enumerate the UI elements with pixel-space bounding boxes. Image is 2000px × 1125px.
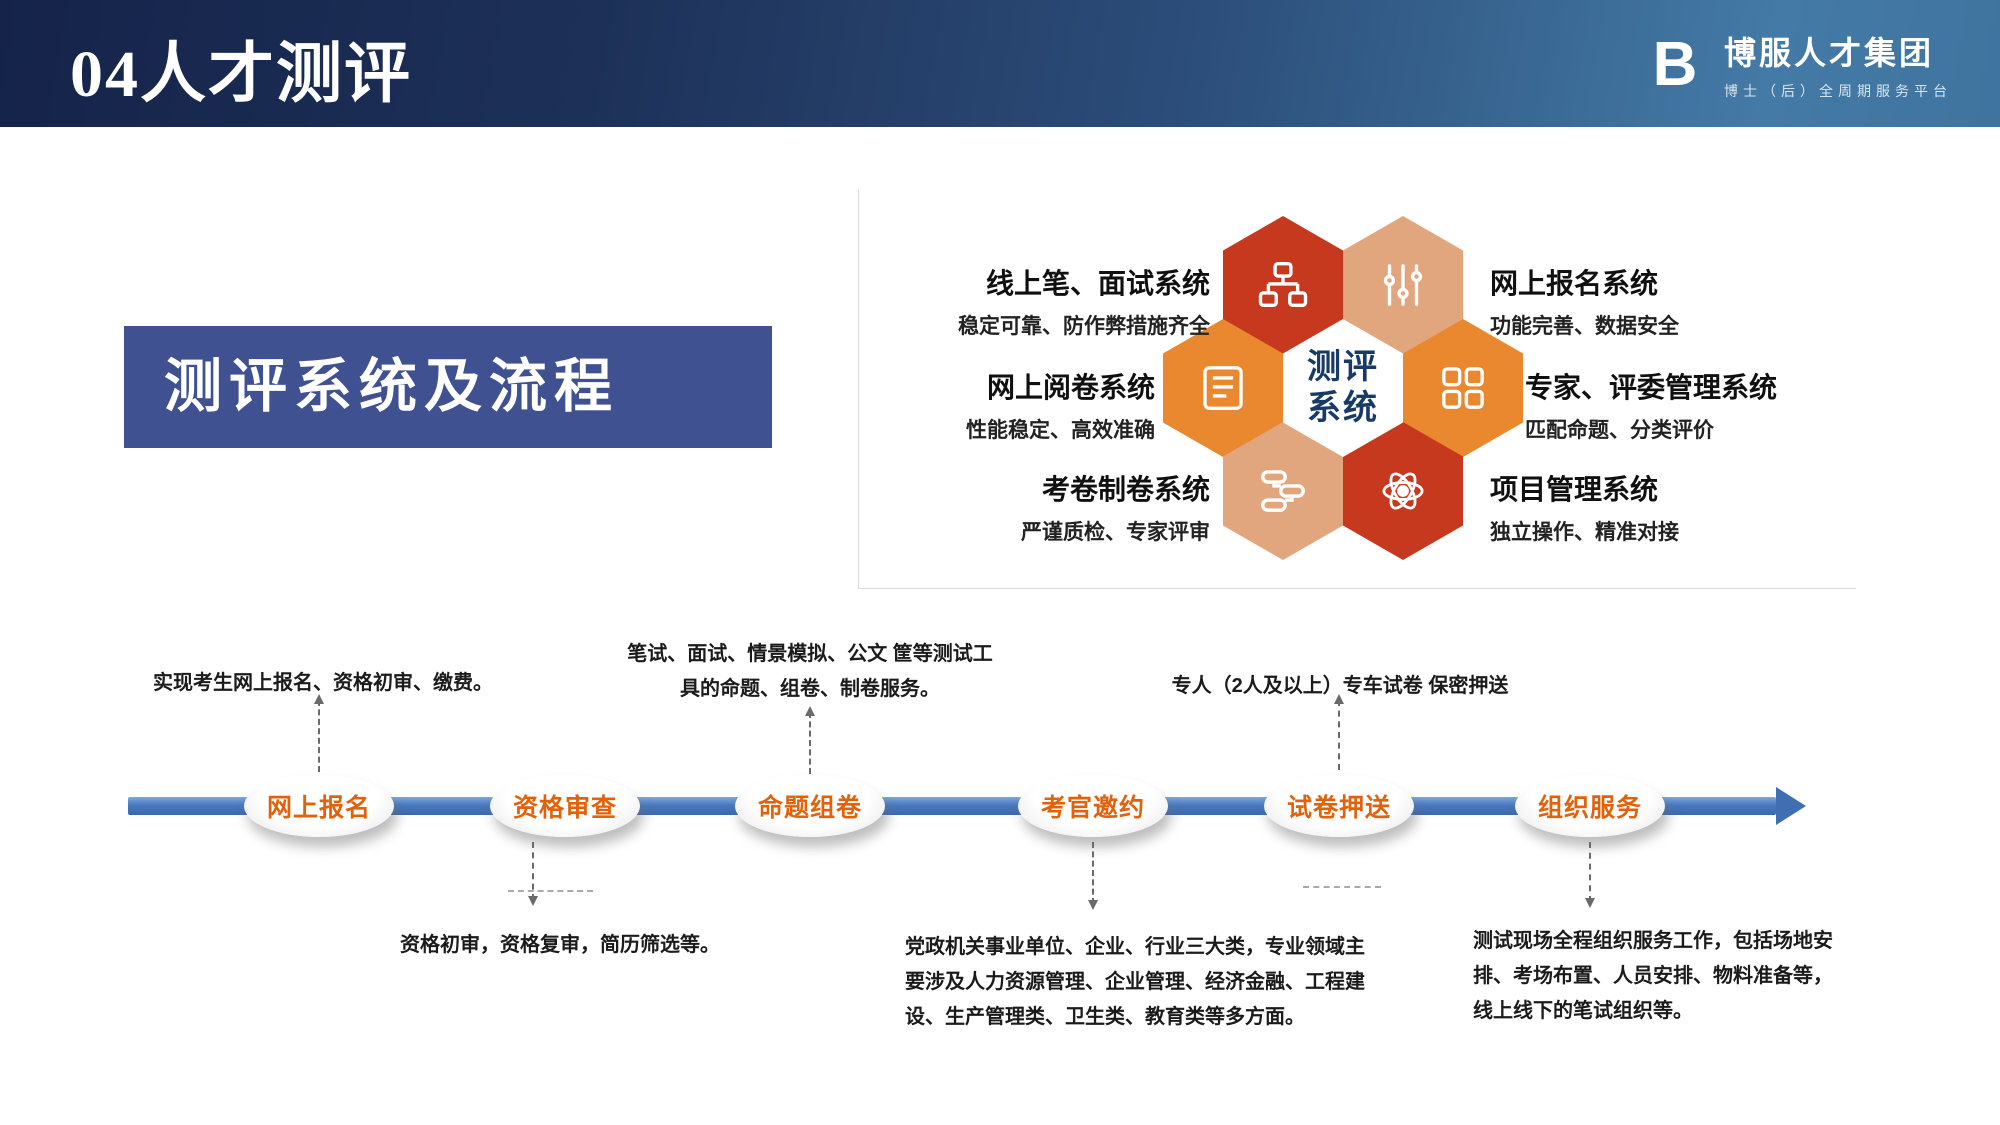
dashed-arrow-down-icon [1088, 842, 1098, 910]
company-slogan: 博士（后）全周期服务平台 [1724, 83, 1952, 99]
hex-label-title: 项目管理系统 [1490, 474, 1659, 505]
atom-icon [1376, 464, 1430, 518]
hex-label-paper-production: 考卷制卷系统 严谨质检、专家评审 [1021, 468, 1210, 546]
company-logo: B 博服人才集团 博士（后）全周期服务平台 [1642, 28, 1952, 101]
hex-label-title: 网上阅卷系统 [986, 372, 1155, 403]
timeline-node-qualification: 资格审查 [490, 775, 640, 837]
hex-label-subtitle: 稳定可靠、防作弊措施齐全 [958, 315, 1210, 338]
timeline-node-test-design: 命题组卷 [735, 775, 885, 837]
note-test-design: 笔试、面试、情景模拟、公文 筐等测试工具的命题、组卷、制卷服务。 [627, 643, 993, 700]
dashed-arrow-down-icon [528, 842, 538, 906]
dashed-arrow-up-icon [1334, 694, 1344, 770]
hex-center-line1: 测评 [1307, 348, 1379, 386]
hex-center-line2: 系统 [1307, 389, 1379, 427]
sitemap-icon [1256, 258, 1310, 312]
hex-label-subtitle: 性能稳定、高效准确 [966, 419, 1155, 442]
company-logo-text: 博服人才集团 博士（后）全周期服务平台 [1724, 28, 1952, 101]
company-name: 博服人才集团 [1724, 35, 1935, 71]
note-organization: 测试现场全程组织服务工作，包括场地安排、考场布置、人员安排、物料准备等，线上线下… [1473, 930, 1833, 1022]
dashed-arrow-up-icon [805, 706, 815, 774]
hex-label-title: 线上笔、面试系统 [985, 268, 1210, 299]
dashed-line [1303, 886, 1381, 888]
hex-label-title: 网上报名系统 [1490, 268, 1659, 299]
note-paper-escort: 专人（2人及以上）专车试卷 保密押送 [1171, 675, 1509, 697]
company-logo-icon: B [1652, 29, 1698, 99]
timeline-node-registration: 网上报名 [244, 775, 394, 837]
hex-paper-production [1223, 422, 1343, 560]
hex-label-title: 考卷制卷系统 [1041, 474, 1210, 505]
note-examiner-invite: 党政机关事业单位、企业、行业三大类，专业领域主要涉及人力资源管理、企业管理、经济… [905, 936, 1365, 1028]
note-registration: 实现考生网上报名、资格初审、缴费。 [153, 672, 493, 694]
hex-label-title: 专家、评委管理系统 [1525, 372, 1778, 403]
timeline-node-paper-escort: 试卷押送 [1264, 775, 1414, 837]
vertical-divider [858, 189, 859, 588]
hex-label-subtitle: 匹配命题、分类评价 [1525, 419, 1714, 442]
header-banner: 04人才测评 B 博服人才集团 博士（后）全周期服务平台 [0, 0, 2000, 127]
timeline-arrowhead-icon [1776, 787, 1806, 825]
hex-center-assessment-system: 测评 系统 [1283, 319, 1403, 457]
hex-label-subtitle: 严谨质检、专家评审 [1021, 521, 1210, 544]
sliders-icon [1376, 258, 1430, 312]
hex-label-online-registration: 网上报名系统 功能完善、数据安全 [1490, 262, 1679, 340]
hex-label-subtitle: 功能完善、数据安全 [1490, 315, 1679, 338]
grid-icon [1436, 361, 1490, 415]
hex-label-project-management: 项目管理系统 独立操作、精准对接 [1490, 468, 1679, 546]
horizontal-divider [858, 588, 1856, 589]
dashed-line [508, 890, 593, 892]
page-title: 04人才测评 [70, 38, 412, 111]
timeline-node-examiner-invite: 考官邀约 [1018, 775, 1168, 837]
note-qualification: 资格初审，资格复审，简历筛选等。 [400, 934, 720, 956]
hex-label-subtitle: 独立操作、精准对接 [1490, 521, 1679, 544]
dashed-arrow-down-icon [1585, 842, 1595, 908]
hex-label-online-exam: 线上笔、面试系统 稳定可靠、防作弊措施齐全 [958, 262, 1210, 340]
timeline-node-organization: 组织服务 [1515, 775, 1665, 837]
document-lines-icon [1196, 361, 1250, 415]
workflow-icon [1256, 464, 1310, 518]
dashed-arrow-up-icon [314, 694, 324, 772]
section-title: 测评系统及流程 [124, 326, 772, 448]
hex-label-expert-management: 专家、评委管理系统 匹配命题、分类评价 [1525, 366, 1777, 444]
hex-label-online-marking: 网上阅卷系统 性能稳定、高效准确 [966, 366, 1155, 444]
